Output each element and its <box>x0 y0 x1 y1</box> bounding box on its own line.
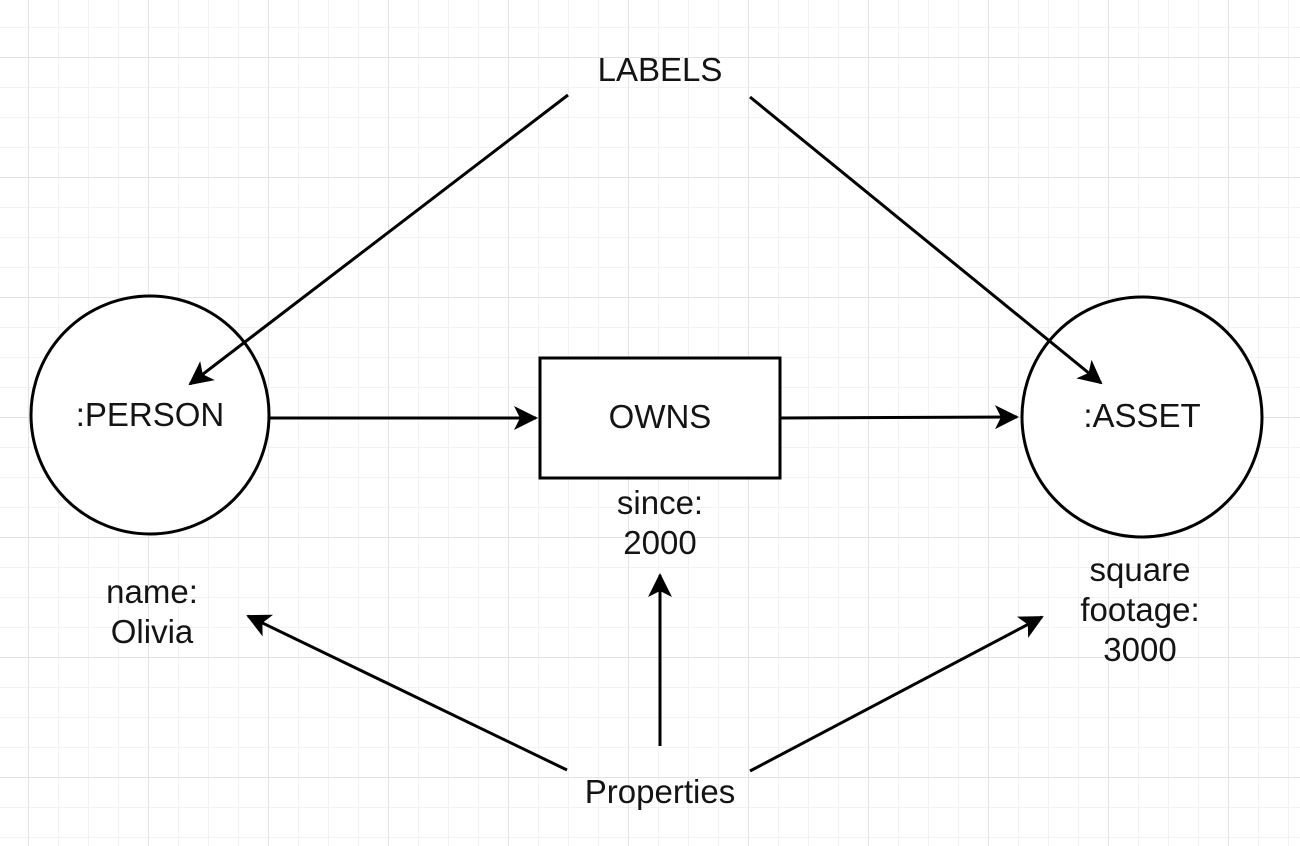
labels-annotation: LABELS <box>597 51 723 88</box>
person-node-label: :PERSON <box>75 396 225 433</box>
asset-properties-text: square footage: 3000 <box>1080 551 1200 668</box>
arrow-owns-to-asset <box>779 405 1019 430</box>
owns-relationship-label: OWNS <box>608 398 712 435</box>
arrow-labels-to-person <box>188 93 569 386</box>
asset-node-label: :ASSET <box>1083 397 1201 434</box>
arrow-properties-to-name <box>246 614 568 772</box>
owns-relationship-box <box>538 356 782 480</box>
properties-annotation: Properties <box>584 773 736 810</box>
arrow-labels-to-asset <box>749 95 1103 385</box>
person-properties-text: name: Olivia <box>106 573 198 650</box>
person-node-circle <box>29 294 271 536</box>
arrow-properties-to-footage <box>749 615 1044 773</box>
asset-node-circle <box>1020 295 1264 539</box>
owns-properties-text: since: 2000 <box>616 484 704 561</box>
